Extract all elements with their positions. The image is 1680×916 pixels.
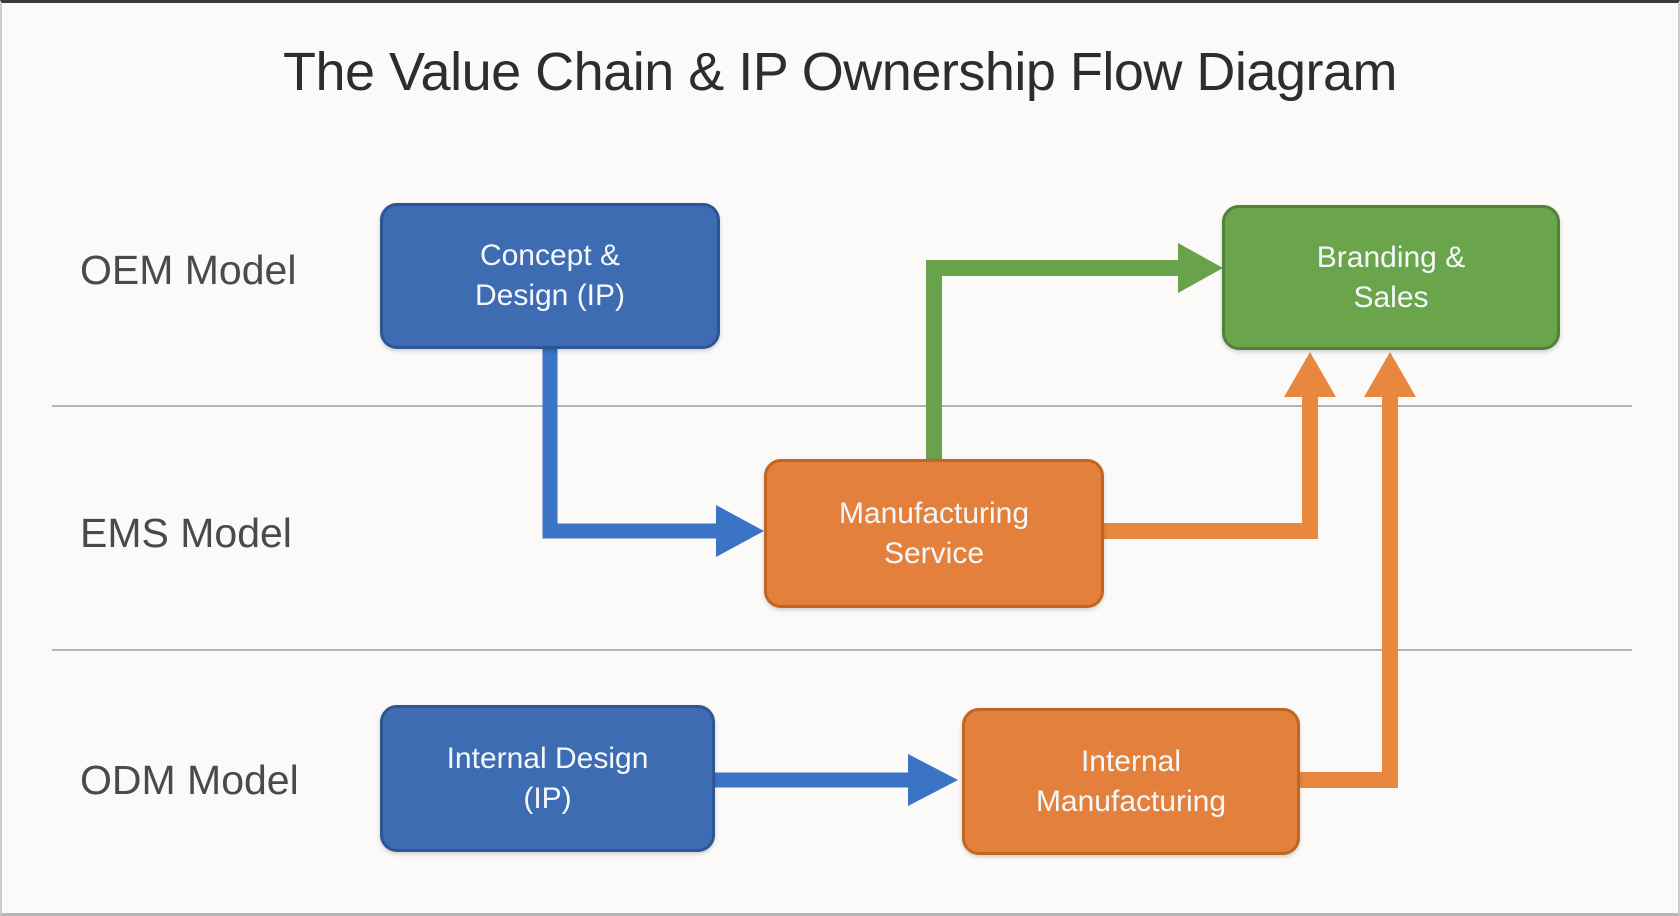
node-internal-design: Internal Design (IP) [380,705,715,852]
node-label: Manufacturing Service [838,496,1030,570]
node-internal-manufacturing: Internal Manufacturing [962,708,1300,855]
node-manufacturing-service: Manufacturing Service [764,459,1104,608]
arrow-manufacturing-service-to-branding-sales-green [926,243,1223,465]
row-label-odm: ODM Model [80,757,299,803]
row-label-oem: OEM Model [80,247,297,293]
node-label: Branding & Sales [1316,240,1466,314]
page-title: The Value Chain & IP Ownership Flow Diag… [282,42,1398,102]
node-branding-sales: Branding & Sales [1222,205,1560,350]
row-divider-oem-ems [52,405,1632,407]
node-label: Concept & Design (IP) [474,239,626,312]
arrow-manufacturing-service-to-branding-sales-orange [1100,352,1336,539]
node-concept-design: Concept & Design (IP) [380,203,720,349]
row-divider-ems-odm [52,649,1632,651]
arrow-internal-design-to-internal-manufacturing [712,754,958,806]
node-label: Internal Manufacturing [1035,744,1227,818]
row-label-ems: EMS Model [80,510,292,556]
node-label: Internal Design (IP) [446,741,649,815]
arrow-internal-manufacturing-to-branding-sales [1296,352,1416,788]
arrow-concept-design-to-manufacturing-service [542,341,764,557]
